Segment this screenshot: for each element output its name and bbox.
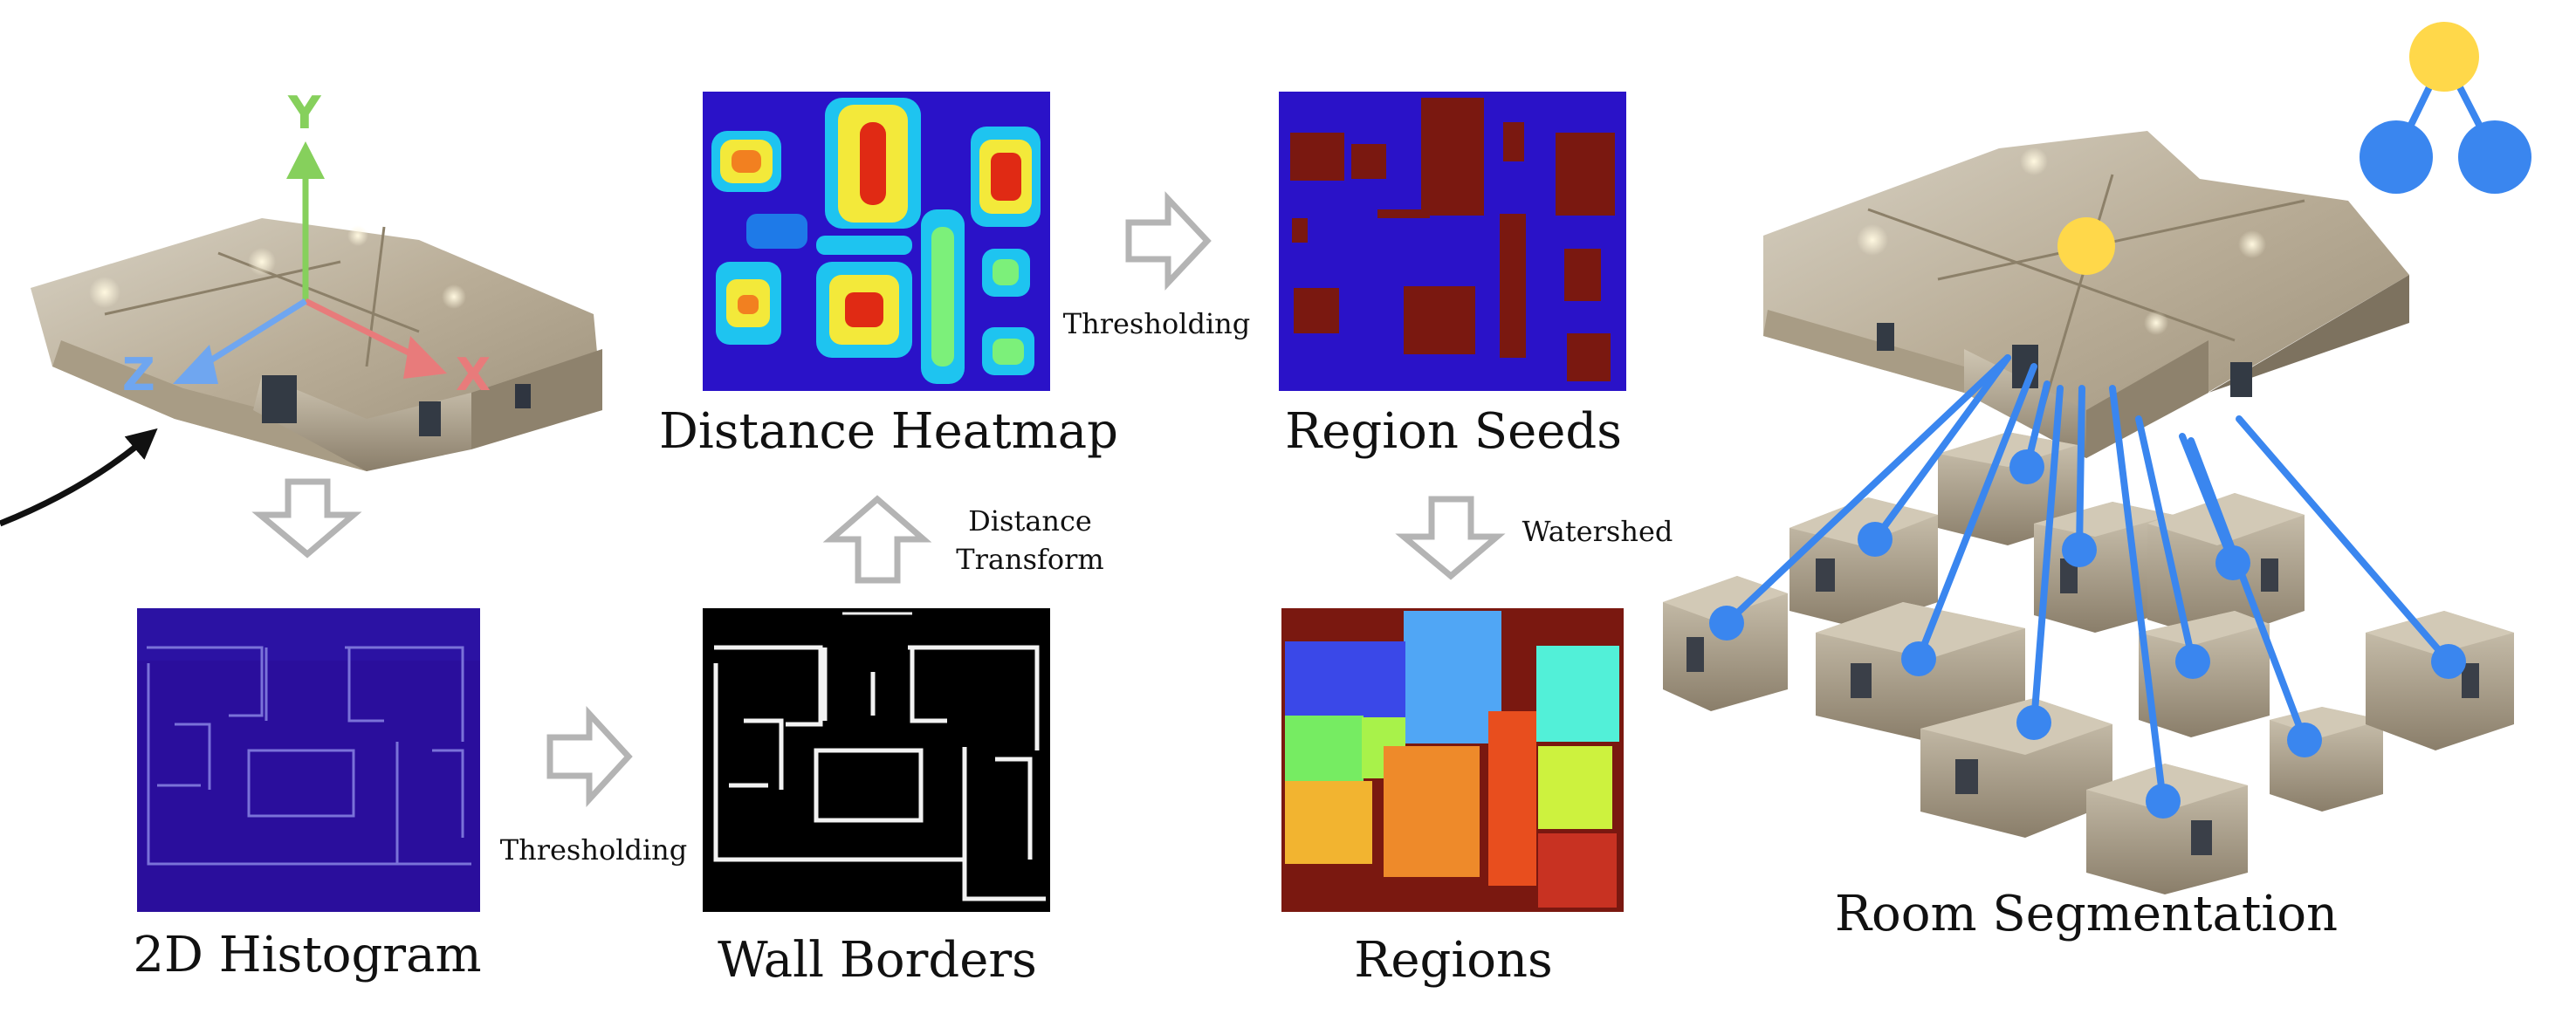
graph-node [1858,522,1893,557]
region [1404,611,1501,743]
merged-floor-scan [1763,131,2409,458]
axis-label-z: Z [122,349,155,401]
graph-node [2431,644,2466,679]
caption-2d-histogram: 2D Histogram [133,927,482,983]
graph-node [2009,449,2044,484]
graph-edge [1872,354,2011,543]
arrow-histogram-to-walls [546,706,633,807]
heatmap-blob [716,262,781,345]
seed-region [1377,209,1430,218]
region [1538,833,1617,908]
graph-edge [2179,433,2236,566]
label-thresholding-walls: Thresholding [499,833,688,867]
heatmap-blob [982,249,1030,297]
graph-edges [1723,354,2452,805]
room-box [2366,611,2514,750]
seed-region [1351,144,1386,179]
region [1285,641,1405,724]
graph-root-node [2057,217,2115,275]
arrow-walls-to-heatmap [822,495,932,584]
graph-node [2146,784,2181,819]
room-box [1920,698,2112,838]
caption-regions: Regions [1354,932,1553,989]
graph-node [2175,644,2210,679]
z-axis [199,298,307,369]
seed-region [1404,286,1475,354]
tree-icon [2360,22,2531,194]
room-box [1663,576,1788,711]
seed-region [1292,218,1308,243]
graph-edge [2109,385,2167,805]
histogram-panel [137,608,480,912]
arrow-down-to-histogram [251,478,362,558]
region [1285,781,1372,864]
seed-region [1294,288,1339,333]
region [1285,716,1364,785]
arrow-heatmap-to-seeds [1125,191,1212,291]
graph-node [2215,545,2250,580]
heatmap-blob [825,98,921,229]
coordinate-axes [173,141,447,384]
graph-node [1709,606,1744,641]
room-boxes [1663,432,2514,894]
label-thresholding-seeds: Thresholding [1062,307,1251,340]
heatmap-blob [816,262,912,358]
graph-edge [2030,385,2064,726]
region [1384,746,1480,877]
graph-edge [2135,415,2196,665]
label-watershed: Watershed [1522,515,1673,548]
region [1488,711,1536,886]
room-box [2086,764,2248,894]
x-axis [304,298,421,361]
caption-distance-heatmap: Distance Heatmap [659,403,1119,460]
graph-node [2016,705,2051,740]
label-distance-transform-line2: Transform [956,543,1104,576]
heatmap-blob [982,327,1034,375]
wall-borders-panel [703,608,1050,912]
seed-region [1421,98,1484,216]
heatmap-blob [711,131,781,192]
regions-panel [1281,608,1624,912]
input-arrow [0,428,158,527]
graph-edge [1723,354,2011,627]
heatmap-blob [971,127,1041,227]
graph-node [1901,641,1936,676]
graph-leaf-nodes [1709,449,2466,819]
graph-edge [2076,385,2085,553]
region [1536,646,1619,742]
seed-region [1290,133,1344,181]
label-distance-transform-line1: Distance [968,504,1092,538]
seed-region [1567,333,1611,381]
z-axis-arrowhead [173,345,218,384]
axis-label-x: X [456,349,491,401]
input-3d-scan [31,218,602,471]
seed-region [1500,214,1526,358]
x-axis-arrowhead [403,336,447,379]
arrow-seeds-to-regions [1395,496,1506,580]
seed-region [1503,122,1524,161]
seed-region [1556,133,1615,216]
y-axis-arrowhead [286,141,325,179]
seed-region [1564,249,1601,301]
graph-node [2062,532,2097,567]
graph-node [2287,723,2322,757]
graph-edge [2188,437,2308,743]
axis-label-y: Y [288,87,321,140]
region-seeds-panel [1279,92,1626,391]
region [1538,746,1612,829]
graph-edge [1915,363,2037,662]
caption-wall-borders: Wall Borders [718,932,1037,989]
distance-heatmap-panel [703,92,1050,391]
caption-region-seeds: Region Seeds [1285,403,1622,460]
graph-edge [2236,415,2452,665]
heatmap-blob [921,209,965,384]
caption-room-segmentation: Room Segmentation [1834,886,2339,942]
